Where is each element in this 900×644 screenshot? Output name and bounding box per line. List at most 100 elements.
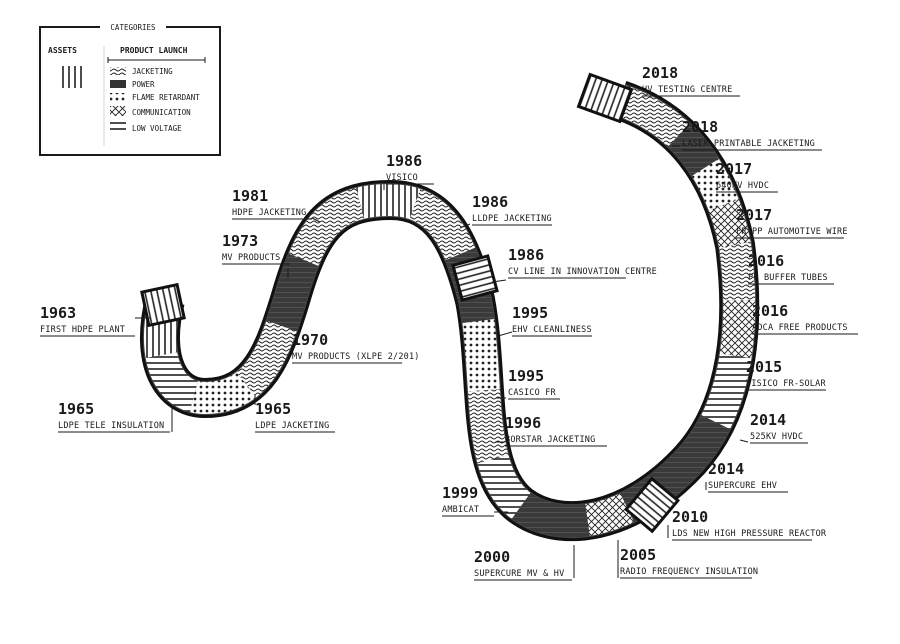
milestone-label: LLDPE JACKETING xyxy=(472,214,552,224)
milestone-leader xyxy=(497,331,513,337)
milestone: 2017 640KV HVDC xyxy=(716,160,778,193)
milestone-label: VISICO xyxy=(386,173,418,183)
milestone-label: MV PRODUCTS (XLPE 2/201) xyxy=(292,352,420,362)
cable-segment xyxy=(144,84,756,538)
milestone-label: SUPERCURE EHV xyxy=(708,481,777,491)
milestone-label: AMBICAT xyxy=(442,505,479,515)
milestone-label: CV LINE IN INNOVATION CENTRE xyxy=(508,267,657,277)
milestone-year: 2014 xyxy=(708,460,744,478)
milestone-year: 1986 xyxy=(508,246,544,264)
milestone-year: 2018 xyxy=(642,64,678,82)
legend-title-backdrop xyxy=(100,19,166,33)
cable-segment xyxy=(144,84,756,538)
milestone-year: 2017 xyxy=(716,160,752,178)
cable-body xyxy=(143,83,757,539)
milestone-year: 1970 xyxy=(292,331,328,349)
legend-item-communication: COMMUNICATION xyxy=(110,106,191,117)
milestone-leader xyxy=(459,223,471,229)
milestone-label: LDPE JACKETING xyxy=(255,421,329,431)
milestone-label: VISICO FR-SOLAR xyxy=(746,379,826,389)
cable-segment xyxy=(144,84,756,538)
milestone-label: LASER PRINTABLE JACKETING xyxy=(682,139,815,149)
milestone-year: 1981 xyxy=(232,187,268,205)
cable xyxy=(140,72,760,542)
milestone-year: 1996 xyxy=(505,414,541,432)
cable-outline xyxy=(140,81,760,542)
cable-end-right xyxy=(576,72,634,124)
milestone-label: RADIO FREQUENCY INSULATION xyxy=(620,567,758,577)
cable-segment xyxy=(144,84,756,538)
cable-segment xyxy=(144,84,756,538)
milestone-year: 2010 xyxy=(672,508,708,526)
milestone-year: 1965 xyxy=(255,400,291,418)
milestone-label: LDPE TELE INSULATION xyxy=(58,421,164,431)
milestone-year: 2018 xyxy=(682,118,718,136)
cable-segment xyxy=(144,84,756,538)
milestone-label: 525KV HVDC xyxy=(750,432,803,442)
milestone-year: 2015 xyxy=(746,358,782,376)
milestone-label: PP BUFFER TUBES xyxy=(748,273,828,283)
milestone-label: MV PRODUCTS xyxy=(222,253,281,263)
cable-segment xyxy=(144,84,756,538)
milestone-year: 1965 xyxy=(58,400,94,418)
cable-segment xyxy=(144,84,756,538)
milestone-label: CASICO FR xyxy=(508,388,557,398)
milestone-label: HDPE JACKETING xyxy=(232,208,306,218)
svg-text:LOW VOLTAGE: LOW VOLTAGE xyxy=(132,124,182,133)
milestone-label: EHV CLEANLINESS xyxy=(512,325,592,335)
legend-box xyxy=(39,26,221,156)
milestone-year: 2017 xyxy=(736,206,772,224)
milestone: 2014 525KV HVDC xyxy=(739,411,808,444)
svg-text:POWER: POWER xyxy=(132,80,155,89)
milestone-label: SUPERCURE MV & HV xyxy=(474,569,564,579)
cable-segment xyxy=(144,84,756,538)
cable-segment xyxy=(144,84,756,538)
milestone-label: ADCA FREE PRODUCTS xyxy=(752,323,848,333)
cable-segment xyxy=(144,84,756,538)
svg-text:FLAME RETARDANT: FLAME RETARDANT xyxy=(132,93,200,102)
milestone-label: FIRST HDPE PLANT xyxy=(40,325,125,335)
milestone-label: FR PP AUTOMOTIVE WIRE xyxy=(736,227,848,237)
milestone-year: 1986 xyxy=(386,152,422,170)
milestone-year: 2016 xyxy=(752,302,788,320)
cable-segment xyxy=(144,84,756,538)
milestone-label: LDS NEW HIGH PRESSURE REACTOR xyxy=(672,529,827,539)
milestone-year: 2014 xyxy=(750,411,786,429)
svg-text:COMMUNICATION: COMMUNICATION xyxy=(132,108,191,117)
legend: CATEGORIES ASSETS PRODUCT LAUNCH JACKETI… xyxy=(39,19,221,156)
cable-segment xyxy=(144,84,756,538)
cable-segment xyxy=(144,84,756,538)
milestone-year: 1995 xyxy=(508,367,544,385)
milestone-label: HV TESTING CENTRE xyxy=(642,85,732,95)
cable-band-2010-reactor xyxy=(624,476,680,534)
milestone-year: 1986 xyxy=(472,193,508,211)
milestone-label: 640KV HVDC xyxy=(716,181,769,191)
milestone-leader xyxy=(491,279,507,283)
milestone: 1986 CV LINE IN INNOVATION CENTRE xyxy=(491,246,657,283)
milestone: 2018 HV TESTING CENTRE xyxy=(642,64,740,97)
legend-assets-swatch xyxy=(60,66,82,88)
milestone-leader xyxy=(311,217,321,223)
milestone-year: 1999 xyxy=(442,484,478,502)
cable-segment xyxy=(144,84,756,538)
milestone: 1970 MV PRODUCTS (XLPE 2/201) xyxy=(292,331,420,364)
milestone-label: BORSTAR JACKETING xyxy=(505,435,595,445)
